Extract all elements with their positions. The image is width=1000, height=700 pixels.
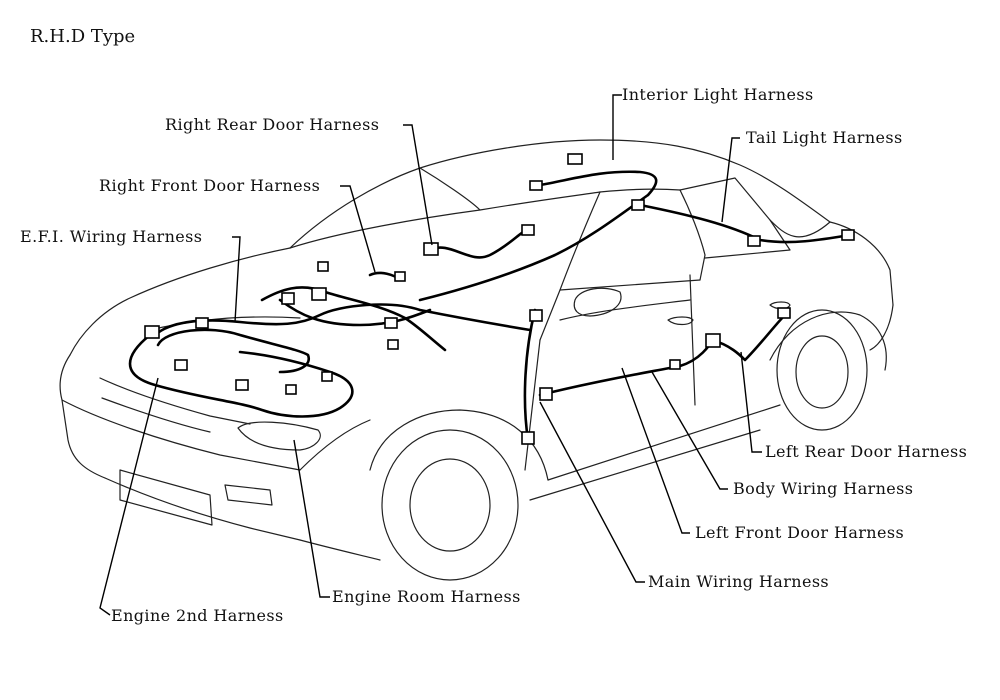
label-main-wiring-harness: Main Wiring Harness <box>648 572 830 591</box>
leader-lines <box>99 94 762 616</box>
connectors <box>144 153 855 445</box>
label-left-rear-door-harness: Left Rear Door Harness <box>765 442 968 461</box>
label-left-front-door-harness: Left Front Door Harness <box>695 523 905 542</box>
car-body-outline <box>59 139 894 581</box>
label-right-front-door-harness: Right Front Door Harness <box>99 176 321 195</box>
diagram-title: R.H.D Type <box>30 26 136 47</box>
label-tail-light-harness: Tail Light Harness <box>746 128 903 147</box>
label-interior-light-harness: Interior Light Harness <box>622 85 814 104</box>
label-efi-wiring-harness: E.F.I. Wiring Harness <box>20 227 203 246</box>
label-engine-2nd-harness: Engine 2nd Harness <box>111 606 284 625</box>
label-right-rear-door-harness: Right Rear Door Harness <box>165 115 380 134</box>
label-body-wiring-harness: Body Wiring Harness <box>733 479 914 498</box>
harness-lines <box>128 170 852 442</box>
label-engine-room-harness: Engine Room Harness <box>332 587 521 606</box>
